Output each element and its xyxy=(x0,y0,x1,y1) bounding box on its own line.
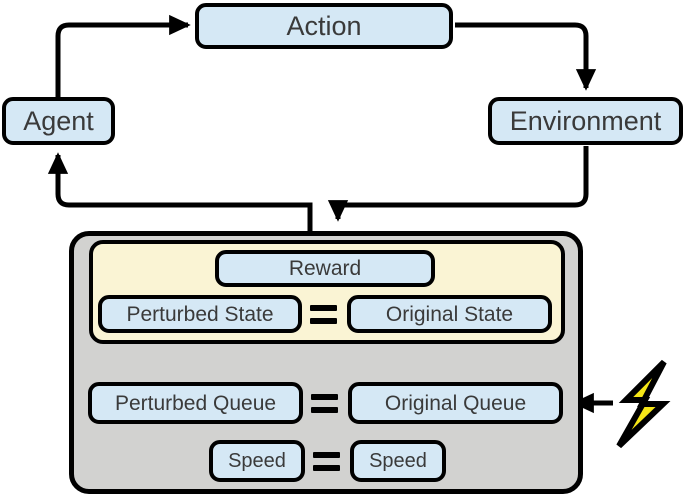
equals-speed-row xyxy=(313,440,340,482)
node-original-state-label: Original State xyxy=(385,302,514,326)
node-agent-label: Agent xyxy=(23,105,94,136)
equals-state-row xyxy=(310,295,337,333)
node-speed-left-label: Speed xyxy=(228,450,286,472)
node-perturbed-queue-label: Perturbed Queue xyxy=(114,391,277,415)
edge-panel-to-agent xyxy=(47,152,313,231)
edge-agent-to-action xyxy=(55,14,191,99)
node-action[interactable]: Action xyxy=(195,3,453,49)
equals-queue-row xyxy=(311,382,338,424)
node-agent[interactable]: Agent xyxy=(2,97,115,145)
lightning-bolt-icon xyxy=(616,359,671,449)
node-original-state[interactable]: Original State xyxy=(347,295,552,333)
node-perturbed-state[interactable]: Perturbed State xyxy=(98,295,302,333)
node-original-queue[interactable]: Original Queue xyxy=(348,382,563,424)
node-perturbed-queue[interactable]: Perturbed Queue xyxy=(88,382,303,424)
node-environment-label: Environment xyxy=(509,105,662,136)
node-speed-left[interactable]: Speed xyxy=(209,440,305,482)
node-action-label: Action xyxy=(286,10,362,41)
node-environment[interactable]: Environment xyxy=(488,97,683,145)
node-speed-right[interactable]: Speed xyxy=(350,440,446,482)
edge-action-to-environment xyxy=(455,22,597,91)
node-perturbed-state-label: Perturbed State xyxy=(126,302,274,326)
edge-environment-to-panel xyxy=(327,146,589,222)
node-reward-label: Reward xyxy=(288,257,362,280)
node-reward[interactable]: Reward xyxy=(215,250,435,287)
node-speed-right-label: Speed xyxy=(369,450,427,472)
node-original-queue-label: Original Queue xyxy=(384,391,527,415)
